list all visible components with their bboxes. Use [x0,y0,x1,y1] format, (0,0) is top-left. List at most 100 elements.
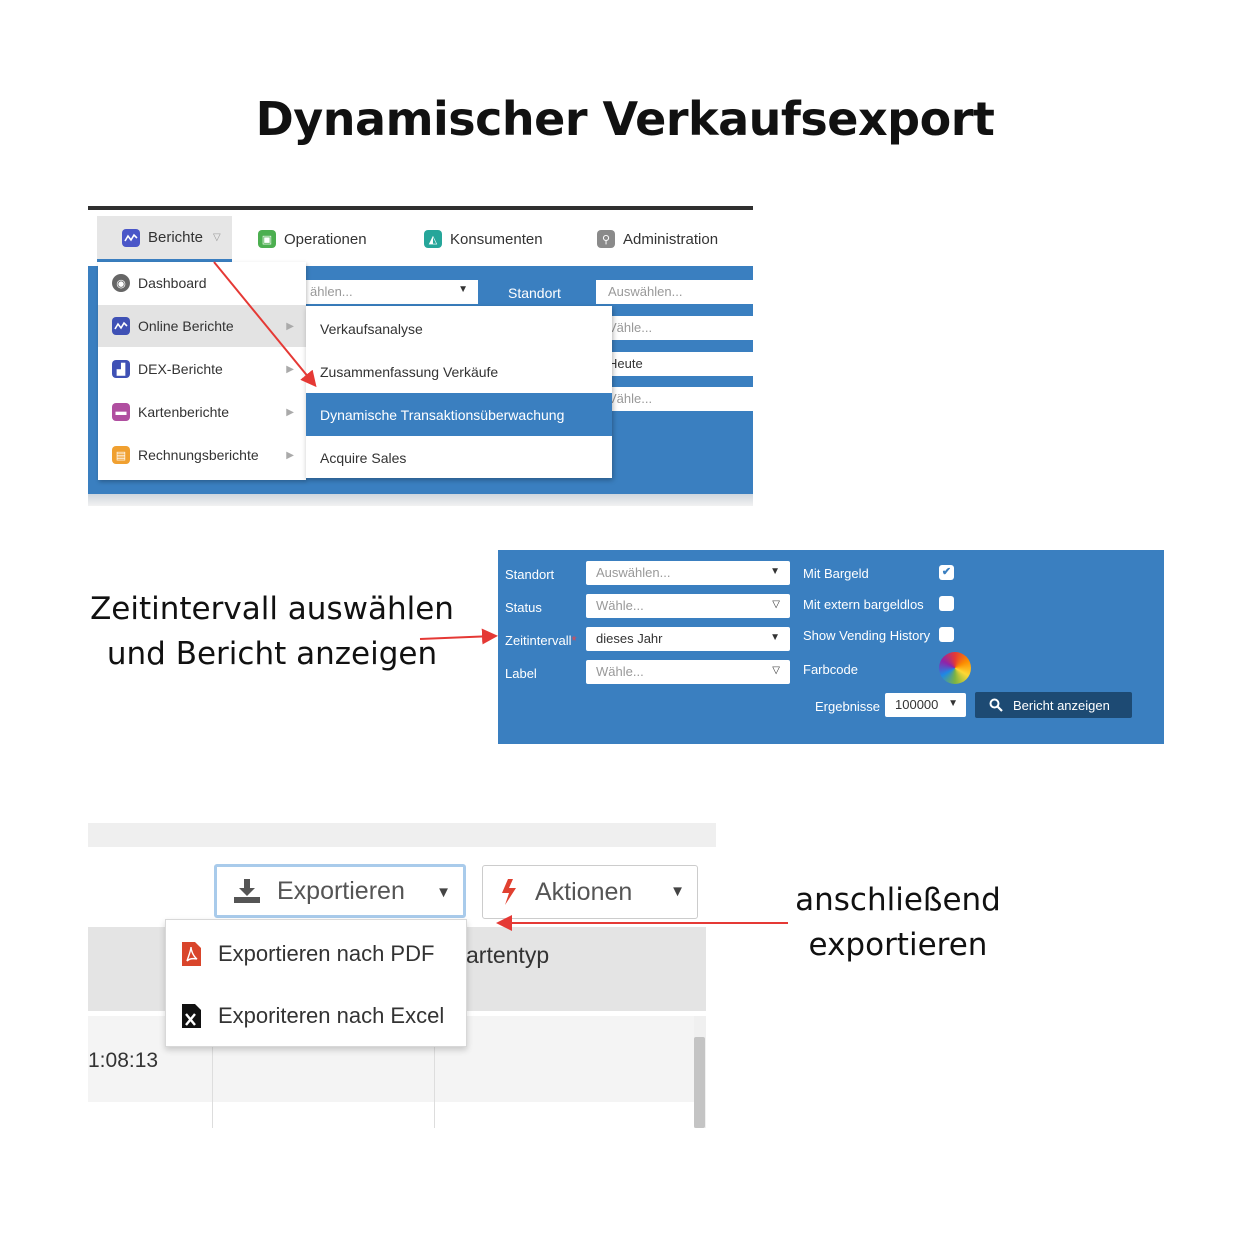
submenu-label: Dashboard [138,275,207,291]
standort-select[interactable]: Auswählen... ▼ [586,561,790,585]
dashboard-icon: ◉ [112,274,130,292]
submenu-label: DEX-Berichte [138,361,223,377]
button-label: Exportieren [277,876,405,905]
nav-item-operationen[interactable]: ▣ Operationen [258,216,367,262]
background-field[interactable]: Vähle... [596,387,753,411]
standort-label: Standort [505,567,555,582]
farbcode-label: Farbcode [803,662,858,677]
table-cell-time: 1:08:13 [88,1049,159,1072]
button-label: Aktionen [535,877,633,906]
actions-button[interactable]: Aktionen ▼ [482,865,698,919]
chevron-right-icon: ▶ [286,363,294,375]
label-label: Label [505,666,537,681]
submenu-label: Online Berichte [138,318,234,334]
annotation-line: Zeitintervall auswählen [90,591,454,627]
nav-label: Operationen [284,230,367,248]
online-reports-icon [112,317,130,335]
annotation-right: anschließend exportieren [778,878,1018,968]
nav-item-berichte[interactable]: Berichte ▽ [97,216,232,262]
zeitintervall-text: Zeitintervall [505,633,572,648]
chevron-right-icon: ▶ [286,449,294,461]
report-item-acquire-sales[interactable]: Acquire Sales [320,449,407,466]
color-wheel-icon[interactable] [939,652,971,684]
chevron-down-icon: ▼ [458,284,468,295]
operations-icon: ▣ [258,230,276,248]
toolbar-strip [88,823,716,847]
export-pdf-item[interactable]: Exportieren nach PDF [166,923,466,985]
scrollbar-thumb[interactable] [694,1037,705,1128]
label-select[interactable]: Wähle... ▽ [586,660,790,684]
select-value: 100000 [895,697,939,712]
pdf-file-icon [182,942,201,966]
submenu-item-kartenberichte[interactable]: ▬ Kartenberichte ▶ [98,391,306,433]
report-item-zusammenfassung[interactable]: Zusammenfassung Verkäufe [320,363,499,380]
lightning-icon [502,879,516,905]
button-label: Bericht anzeigen [1013,697,1110,713]
consumers-icon: ◭ [424,230,442,248]
menu-screenshot: Berichte ▽ ▣ Operationen ◭ Konsumenten ⚲… [88,206,753,506]
administration-icon: ⚲ [597,230,615,248]
nav-item-konsumenten[interactable]: ◭ Konsumenten [424,216,543,262]
mit-bargeld-label: Mit Bargeld [803,566,869,581]
background-select[interactable]: ählen... ▼ [298,280,478,304]
excel-file-icon [182,1004,201,1028]
column-header: artentyp [466,942,550,968]
page-title: Dynamischer Verkaufsexport [255,92,995,146]
nav-label: Konsumenten [450,230,543,248]
edge-marker [88,411,97,420]
zeitintervall-select[interactable]: dieses Jahr ▼ [586,627,790,651]
background-field[interactable]: Vähle... [596,316,753,340]
annotation-line: und Bericht anzeigen [106,636,438,672]
chevron-down-icon: ▼ [436,884,451,901]
vending-history-label: Show Vending History [803,628,931,643]
submenu-item-dex-berichte[interactable]: ▟ DEX-Berichte ▶ [98,348,306,390]
mit-extern-checkbox[interactable] [939,596,954,611]
select-placeholder: Auswählen... [596,565,671,580]
chevron-down-icon: ▼ [670,883,685,900]
report-item-dynamische-transaktion[interactable]: Dynamische Transaktionsüberwachung [306,393,612,436]
ergebnisse-select[interactable]: 100000 ▼ [885,693,966,717]
chevron-down-icon: ▽ [213,232,221,243]
chevron-right-icon: ▶ [286,320,294,332]
submenu-label: Rechnungsberichte [138,447,259,463]
submenu-item-online-berichte[interactable]: Online Berichte ▶ [98,305,306,347]
chevron-right-icon: ▶ [286,406,294,418]
menu-item-label: Exportieren nach PDF [218,941,435,966]
download-icon [234,879,260,903]
background-field[interactable]: Auswählen... [596,280,753,304]
nav-label: Berichte [148,229,204,246]
standort-label: Standort [508,285,561,301]
dex-reports-icon: ▟ [112,360,130,378]
select-value: dieses Jahr [596,631,663,646]
bottom-shadow [88,494,753,506]
mit-extern-label: Mit extern bargeldlos [803,597,924,612]
edge-marker [88,377,97,386]
edge-marker [88,447,97,456]
background-field[interactable]: Heute [596,352,753,376]
ergebnisse-label: Ergebnisse [815,699,881,714]
submenu-label: Kartenberichte [138,404,230,420]
vending-history-checkbox[interactable] [939,627,954,642]
mit-bargeld-checkbox[interactable]: ✔ [939,565,954,580]
search-icon [989,698,1003,712]
table-row [88,1102,694,1128]
status-select[interactable]: Wähle... ▽ [586,594,790,618]
chevron-down-icon: ▼ [770,632,780,643]
export-button[interactable]: Exportieren ▼ [214,864,466,918]
edge-marker [88,322,97,331]
required-marker: * [571,633,577,648]
edge-marker [88,267,97,276]
top-border [88,206,753,210]
nav-label: Administration [623,230,719,248]
chevron-down-icon: ▼ [948,698,958,709]
reports-submenu: ◉ Dashboard Online Berichte ▶ ▟ DEX-Beri… [98,262,306,480]
report-item-verkaufsanalyse[interactable]: Verkaufsanalyse [320,320,423,337]
show-report-button[interactable]: Bericht anzeigen [975,692,1132,718]
submenu-item-rechnungsberichte[interactable]: ▤ Rechnungsberichte ▶ [98,434,306,476]
export-excel-item[interactable]: Exporiteren nach Excel [166,985,466,1047]
nav-item-administration[interactable]: ⚲ Administration [597,216,718,262]
annotation-left: Zeitintervall auswählen und Bericht anze… [82,587,462,677]
invoice-reports-icon: ▤ [112,446,130,464]
submenu-item-dashboard[interactable]: ◉ Dashboard [98,262,306,304]
select-placeholder: ählen... [310,284,353,299]
